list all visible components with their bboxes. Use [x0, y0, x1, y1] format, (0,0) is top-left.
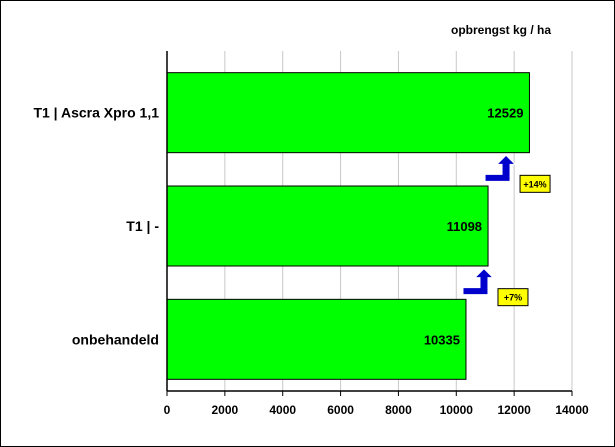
percent-badge-text: +14% — [523, 179, 546, 189]
category-label: T1 | Ascra Xpro 1,1 — [33, 105, 159, 121]
x-tick-label: 14000 — [555, 403, 589, 417]
unit-label: opbrengst kg / ha — [451, 23, 551, 37]
annotation-layer: +14% +7% — [462, 154, 551, 307]
x-tick-label: 10000 — [440, 403, 474, 417]
x-tick-label: 6000 — [327, 403, 354, 417]
percent-badge — [519, 174, 551, 193]
category-label: onbehandeld — [72, 331, 159, 347]
percent-badge-text: +7% — [504, 293, 522, 303]
bar-value-label: 11098 — [447, 219, 482, 234]
bar — [166, 72, 530, 154]
x-tick-label: 8000 — [385, 403, 412, 417]
percent-badge — [497, 288, 529, 307]
increase-arrow-icon — [484, 154, 517, 182]
bar — [166, 185, 489, 267]
bar-value-label: 12529 — [487, 106, 523, 121]
axis-layer: T1 | Ascra Xpro 1,1 T1 | - onbehandeld 0 200… — [33, 51, 589, 417]
category-label: T1 | - — [126, 218, 159, 234]
bars-layer: 12529 11098 10335 — [166, 72, 530, 380]
x-tick-label: 2000 — [212, 403, 239, 417]
bar-value-label: 10335 — [424, 332, 460, 347]
x-tick-label: 4000 — [269, 403, 296, 417]
x-tick-label: 12000 — [497, 403, 531, 417]
bar — [166, 298, 467, 380]
x-tick-label: 0 — [164, 403, 171, 417]
increase-arrow-icon — [462, 267, 495, 296]
